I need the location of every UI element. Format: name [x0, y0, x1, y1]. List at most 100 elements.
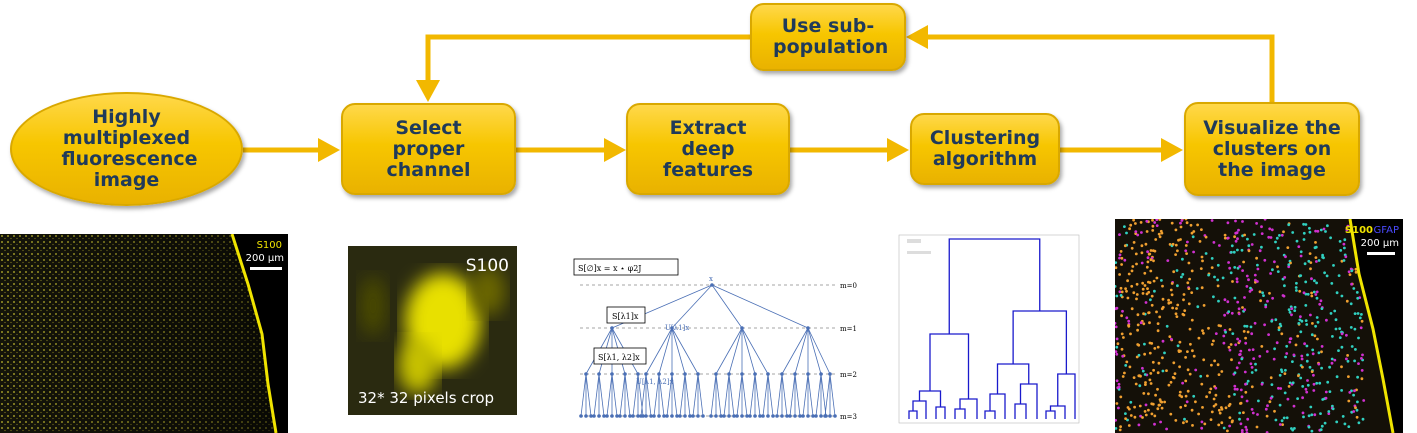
tree-node: [683, 372, 687, 376]
dendrogram-panel: [893, 229, 1086, 428]
dendrogram: [898, 234, 1080, 424]
select-channel-label: Select proper channel: [386, 116, 471, 181]
tree-node: [740, 414, 744, 418]
right-marker1-label: S100: [1344, 225, 1373, 236]
tree-node: [584, 414, 588, 418]
subpopulation-step: Use sub-population: [750, 3, 906, 71]
tree-node: [696, 414, 700, 418]
crop-marker-label: S100: [465, 256, 509, 276]
tree-node: [819, 414, 823, 418]
tree-node: [657, 372, 661, 376]
tree-node: [649, 414, 653, 418]
tree-node: [823, 414, 827, 418]
tree-node: [665, 414, 669, 418]
node-low-text: S[λ1, λ2]x: [598, 353, 640, 362]
node-mid-text: S[λ1]x: [612, 312, 639, 321]
tree-node: [798, 414, 802, 418]
tree-node: [605, 414, 609, 418]
tree-node: [670, 326, 674, 330]
scattering-network-diagram: S[∅]x = x ⋆ φ2J S[λ1]x S[λ1, λ2]x U[λ1]x…: [560, 248, 865, 428]
input-image-node: Highly multiplexed fluorescence image: [10, 92, 243, 206]
tree-node: [761, 414, 765, 418]
left-scale-bar: [250, 267, 282, 270]
tree-node: [701, 414, 705, 418]
tree-node: [788, 414, 792, 418]
tree-node: [775, 414, 779, 418]
tree-node: [589, 414, 593, 418]
select-channel-step: Select proper channel: [341, 103, 516, 195]
tree-node: [628, 414, 632, 418]
tree-node: [709, 414, 713, 418]
node-box-mid: [606, 306, 646, 324]
arrow-visualize-to-subpop: [926, 34, 1275, 102]
crop-blob: [348, 246, 517, 415]
tree-node: [745, 414, 749, 418]
right-marker2-label: GFAP: [1373, 225, 1399, 236]
tree-node: [828, 372, 832, 376]
tree-node: [819, 372, 823, 376]
tree-node: [610, 414, 614, 418]
tree-node: [753, 372, 757, 376]
visualize-label: Visualize the clusters on the image: [1203, 116, 1341, 181]
tree-node: [758, 414, 762, 418]
tree-node: [766, 414, 770, 418]
tree-node: [610, 372, 614, 376]
crop-image: S100 32* 32 pixels crop: [348, 246, 517, 415]
tree-node: [597, 414, 601, 418]
tree-node: [636, 414, 640, 418]
tree-node: [688, 414, 692, 418]
tree-node: [610, 326, 614, 330]
node-top-text: S[∅]x = x ⋆ φ2J: [578, 264, 642, 273]
scattering-tree: S[∅]x = x ⋆ φ2J S[λ1]x S[λ1, λ2]x U[λ1]x…: [573, 258, 857, 421]
tree-node: [714, 372, 718, 376]
tree-node: [814, 414, 818, 418]
visualize-step: Visualize the clusters on the image: [1184, 102, 1360, 196]
tree-node: [623, 372, 627, 376]
u2-text: U[λ1, λ2]x: [636, 378, 674, 386]
tree-node: [722, 414, 726, 418]
tree-node: [740, 372, 744, 376]
crop-caption: 32* 32 pixels crop: [358, 389, 495, 407]
subpopulation-label: Use sub-population: [773, 15, 889, 58]
tree-node: [785, 414, 789, 418]
tree-node: [636, 372, 640, 376]
tree-node: [780, 414, 784, 418]
tree-node: [806, 414, 810, 418]
tree-node: [753, 414, 757, 418]
tree-node: [766, 372, 770, 376]
u1-text: U[λ1]x: [665, 324, 689, 332]
tree-node: [675, 414, 679, 418]
tree-node: [602, 414, 606, 418]
node-box-low: [593, 347, 647, 365]
tree-node: [696, 372, 700, 376]
left-scale-label: 200 µm: [245, 253, 284, 264]
cluster-visualization-image: S100 GFAP 200 µm: [1115, 219, 1403, 433]
clustering-label: Clustering algorithm: [929, 127, 1041, 170]
level-m3: m=3: [840, 413, 857, 421]
tree-node: [631, 414, 635, 418]
tree-node: [740, 326, 744, 330]
tree-node: [579, 414, 583, 418]
tree-node: [833, 414, 837, 418]
s100-image-texture: [0, 234, 288, 433]
tree-node: [597, 372, 601, 376]
tree-node: [828, 414, 832, 418]
tree-node: [771, 414, 775, 418]
tree-node: [618, 414, 622, 418]
tree-node: [780, 372, 784, 376]
level-m1: m=1: [840, 325, 857, 333]
tree-node: [714, 414, 718, 418]
tree-node: [806, 326, 810, 330]
tree-node: [806, 372, 810, 376]
tree-node: [793, 372, 797, 376]
tree-node: [657, 414, 661, 418]
tree-node: [748, 414, 752, 418]
tree-node: [623, 414, 627, 418]
tree-node: [793, 414, 797, 418]
left-marker-label: S100: [256, 240, 282, 251]
tree-node: [670, 414, 674, 418]
tree-node: [801, 414, 805, 418]
tree-node: [691, 414, 695, 418]
level-m2: m=2: [840, 371, 857, 379]
